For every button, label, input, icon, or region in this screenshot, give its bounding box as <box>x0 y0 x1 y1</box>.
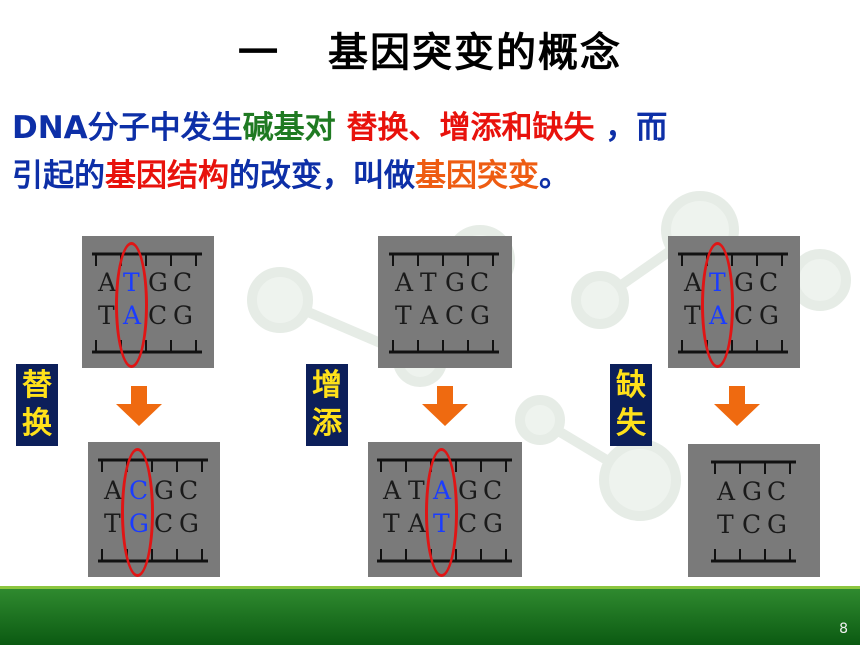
base-letter: G <box>458 475 478 505</box>
def-seg: 基因结构 <box>105 158 229 194</box>
base-letter: C <box>767 476 787 506</box>
label-char: 增 <box>312 368 342 403</box>
base-letter: G <box>148 268 168 297</box>
base-letter: A <box>408 508 427 538</box>
base-letter: C <box>148 301 168 330</box>
base-letter: C <box>742 509 762 539</box>
base-letter: G <box>767 509 787 539</box>
dna-backbone <box>711 460 796 563</box>
label-substitution: 替 换 <box>16 364 58 446</box>
title-text: 基因突变的概念 <box>328 30 622 76</box>
def-seg: ，而 <box>605 110 668 146</box>
label-deletion: 缺 失 <box>610 364 652 446</box>
def-seg: DNA分子中发生 <box>12 110 243 146</box>
def-seg: 碱基对 <box>242 110 336 146</box>
title-dash: 一 <box>238 30 280 76</box>
down-arrow-icon <box>422 386 468 426</box>
base-letter: C <box>179 475 199 505</box>
label-char: 添 <box>312 406 342 441</box>
base-letter: C <box>445 301 465 330</box>
base-letter: A <box>383 475 402 505</box>
base-letter: C <box>470 268 490 297</box>
definition-line-2: 引起的基因结构的改变，叫做基因突变。 <box>12 156 570 196</box>
base-letter: A <box>395 268 414 297</box>
def-seg: 基因突变 <box>415 158 539 194</box>
label-char: 换 <box>22 406 52 441</box>
label-char: 失 <box>616 406 646 441</box>
base-letter: G <box>173 301 193 330</box>
highlight-oval <box>121 448 154 577</box>
base-letter: C <box>734 301 754 330</box>
base-letter: A <box>104 475 123 505</box>
dna-backbone <box>92 252 202 354</box>
base-letter: G <box>742 476 762 506</box>
base-letter: C <box>483 475 503 505</box>
def-seg: 的改变，叫做 <box>229 158 415 194</box>
def-seg: 替换、增添和缺失 <box>335 110 606 146</box>
base-letter: A <box>98 268 117 297</box>
base-letter: G <box>179 508 199 538</box>
base-letter: A <box>684 268 703 297</box>
base-letter: T <box>383 508 400 538</box>
label-addition: 增 添 <box>306 364 348 446</box>
page-number: 8 <box>839 621 848 637</box>
base-letter: G <box>734 268 754 297</box>
base-letter: C <box>458 508 478 538</box>
base-letter: T <box>395 301 412 330</box>
highlight-oval <box>115 242 148 368</box>
def-seg: 引起的 <box>12 158 105 194</box>
dna-backbone <box>389 252 499 354</box>
base-letter: C <box>154 508 174 538</box>
label-char: 替 <box>22 368 52 403</box>
base-letter: C <box>173 268 193 297</box>
footer-bar <box>0 586 860 645</box>
dna-backbone <box>678 252 788 354</box>
base-letter: T <box>684 301 701 330</box>
base-letter: T <box>408 475 425 505</box>
base-letter: G <box>154 475 174 505</box>
label-char: 缺 <box>616 368 646 403</box>
base-letter: A <box>717 476 736 506</box>
base-letter: T <box>420 268 437 297</box>
definition-line-1: DNA分子中发生碱基对 替换、增添和缺失 ，而 <box>12 108 667 148</box>
base-letter: G <box>470 301 490 330</box>
base-letter: G <box>445 268 465 297</box>
base-letter: C <box>759 268 779 297</box>
page-title: 一 基因突变的概念 <box>0 20 860 78</box>
def-seg: 。 <box>539 158 570 194</box>
base-letter: T <box>717 509 734 539</box>
base-letter: G <box>483 508 503 538</box>
base-letter: A <box>420 301 439 330</box>
base-letter: G <box>759 301 779 330</box>
down-arrow-icon <box>116 386 162 426</box>
down-arrow-icon <box>714 386 760 426</box>
highlight-oval <box>425 448 458 577</box>
base-letter: T <box>98 301 115 330</box>
highlight-oval <box>701 242 734 368</box>
base-letter: T <box>104 508 121 538</box>
